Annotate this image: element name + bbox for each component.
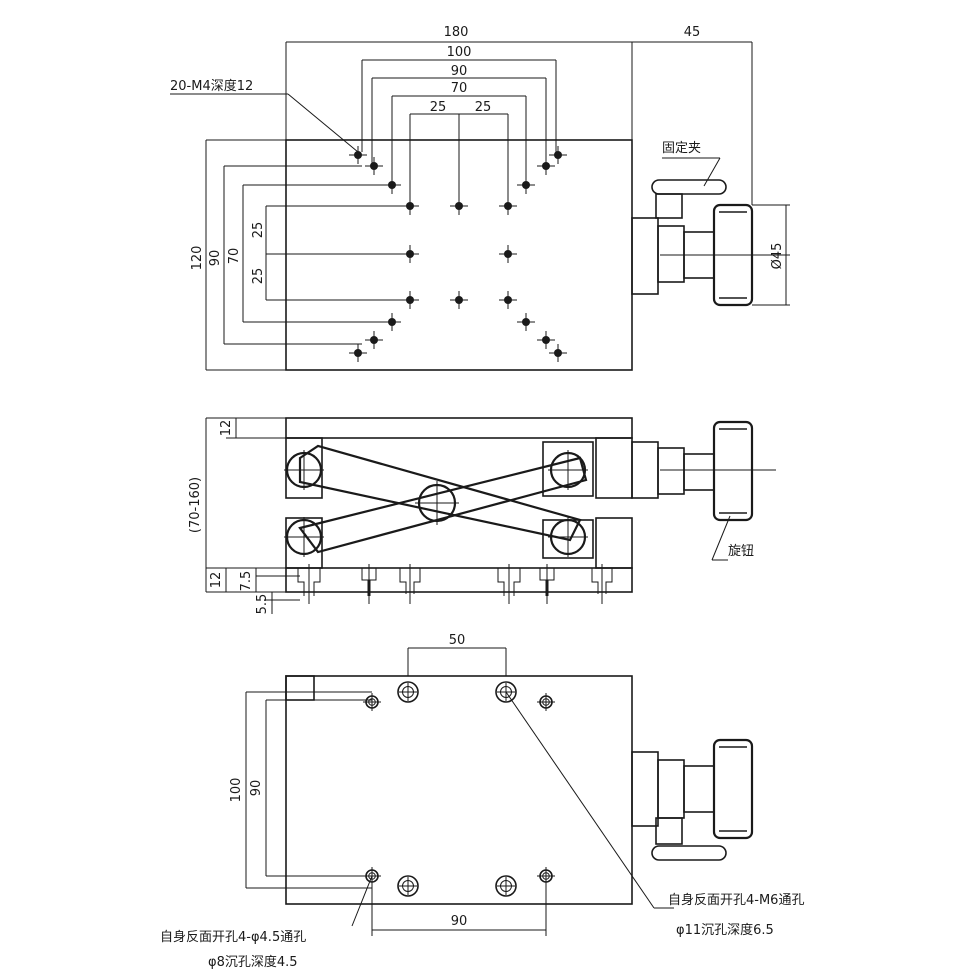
- hole-marker: [365, 331, 383, 349]
- hole-marker: [401, 197, 419, 215]
- hole-marker: [365, 157, 383, 175]
- dim-h90: 90: [208, 250, 223, 267]
- hole-marker: [401, 245, 419, 263]
- side-view: 旋钮 12 (70-160) 12 7.: [188, 417, 776, 615]
- dim-height-range: (70-160): [188, 477, 203, 533]
- knob-diameter: Ø45: [770, 243, 785, 270]
- hole-marker: [537, 331, 555, 349]
- dim-top-plate-12: 12: [219, 420, 234, 437]
- scissor-mechanism: [284, 444, 588, 557]
- dim-90: 90: [451, 64, 468, 79]
- m6-hole-label-1: 自身反面开孔4-M6通孔: [668, 892, 804, 908]
- bottom-hole-pattern: [363, 681, 555, 897]
- clamp-lever: 固定夹: [651, 141, 727, 219]
- hole-marker: [549, 146, 567, 164]
- adjustment-knob-side: [631, 420, 776, 522]
- hole-marker: [499, 245, 517, 263]
- m6-hole-label-2: φ11沉孔深度6.5: [676, 922, 774, 938]
- dim-v25-top: 25: [251, 222, 266, 239]
- dim-base-12: 12: [209, 572, 224, 589]
- hole-marker: [495, 875, 517, 897]
- hole-marker: [517, 313, 535, 331]
- hole-marker: [383, 313, 401, 331]
- side-top-plate: [285, 417, 633, 439]
- hole-marker: [363, 693, 381, 711]
- hole-marker: [537, 867, 555, 885]
- hole-marker: [397, 875, 419, 897]
- dim-bottom-90-v: 90: [249, 780, 264, 797]
- dim-bottom-90-h: 90: [451, 914, 468, 929]
- dim-25-right: 25: [475, 100, 492, 115]
- m45-hole-label-2: φ8沉孔深度4.5: [208, 954, 298, 970]
- threaded-hole-pattern: [349, 146, 567, 362]
- adjustment-knob-bottom: [631, 738, 754, 861]
- dim-5-5: 5.5: [255, 594, 270, 615]
- hole-marker: [517, 176, 535, 194]
- dim-70: 70: [451, 81, 468, 96]
- hole-marker: [499, 291, 517, 309]
- dim-7-5: 7.5: [239, 571, 254, 592]
- bottom-view: 50 100 90 90 自身反面开孔4-M6通孔: [160, 633, 804, 970]
- hole-marker: [549, 344, 567, 362]
- hole-marker: [397, 681, 419, 703]
- top-view: 180 45 100 90 70 25 25 120 90 70: [170, 25, 790, 371]
- base-countersinks: [297, 564, 613, 604]
- dim-25-left: 25: [430, 100, 447, 115]
- adjustment-knob-top: Ø45: [631, 203, 790, 307]
- knob-label: 旋钮: [728, 544, 754, 559]
- hole-marker: [401, 291, 419, 309]
- thread-holes-label: 20-M4深度12: [170, 78, 253, 94]
- dim-120: 120: [190, 246, 205, 271]
- hole-marker: [537, 693, 555, 711]
- dim-v25-bottom: 25: [251, 268, 266, 285]
- bottom-plate: [285, 675, 633, 905]
- hole-marker: [537, 157, 555, 175]
- hole-marker: [450, 291, 468, 309]
- hole-marker: [349, 344, 367, 362]
- dim-h70: 70: [227, 248, 242, 265]
- m45-hole-label-1: 自身反面开孔4-φ4.5通孔: [160, 929, 306, 945]
- hole-marker: [499, 197, 517, 215]
- dim-50: 50: [449, 633, 466, 648]
- dim-100: 100: [447, 45, 472, 60]
- dim-45: 45: [684, 25, 701, 40]
- dim-bottom-100: 100: [229, 778, 244, 803]
- dim-180: 180: [444, 25, 469, 40]
- hole-marker: [450, 197, 468, 215]
- hole-marker: [383, 176, 401, 194]
- hole-marker: [349, 146, 367, 164]
- clamp-label: 固定夹: [662, 141, 701, 156]
- side-base-plate: [285, 567, 633, 593]
